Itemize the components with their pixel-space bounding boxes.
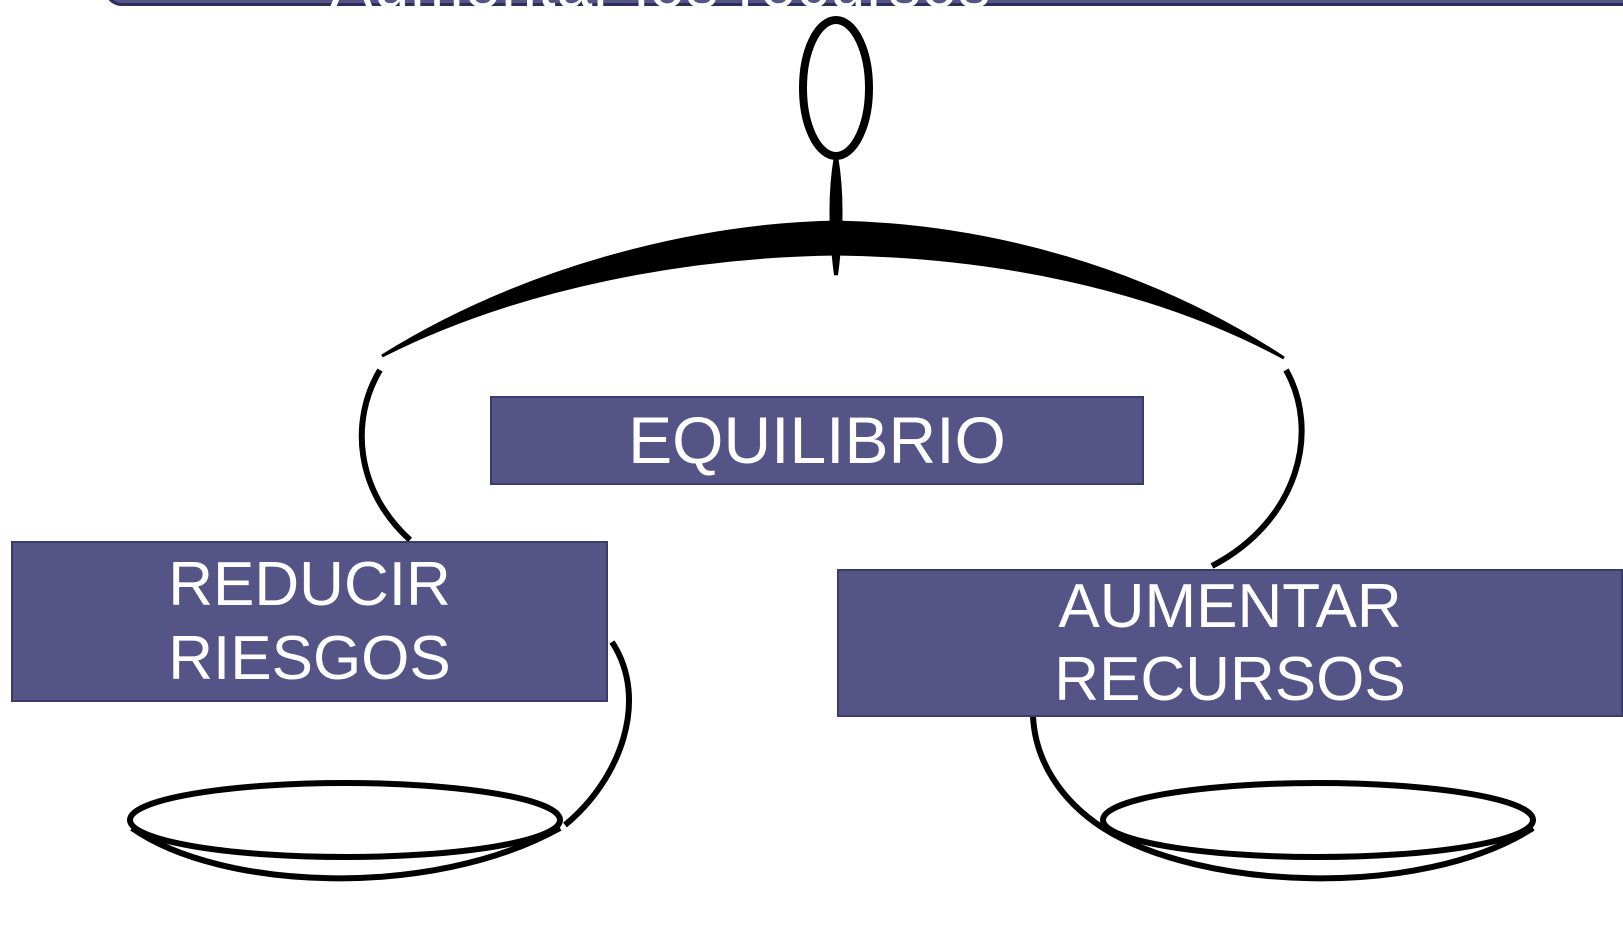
scale-beam bbox=[381, 220, 1285, 360]
scale-stem bbox=[829, 155, 843, 276]
left-pan-bowl bbox=[130, 825, 562, 882]
right-hanger bbox=[1210, 368, 1305, 569]
scale-ring bbox=[799, 16, 873, 160]
right-pan-bowl bbox=[1101, 825, 1535, 882]
equilibrio-label-box: EQUILIBRIO bbox=[490, 396, 1144, 485]
aumentar-label-line2: RECURSOS bbox=[1054, 645, 1406, 714]
slide-title: Aumentar los recursos bbox=[330, 0, 991, 22]
aumentar-recursos-label-box: AUMENTAR RECURSOS bbox=[837, 569, 1623, 717]
right-hanger-lower bbox=[1030, 715, 1105, 831]
left-hanger bbox=[358, 368, 413, 543]
right-pan-rim bbox=[1100, 780, 1536, 860]
aumentar-label-line1: AUMENTAR bbox=[1058, 571, 1402, 641]
reducir-label-line2: RIESGOS bbox=[168, 623, 451, 693]
left-pan-rim bbox=[127, 780, 563, 860]
reducir-label-line1: REDUCIR bbox=[168, 550, 451, 620]
equilibrio-label: EQUILIBRIO bbox=[628, 402, 1006, 477]
reducir-riesgos-label-box: REDUCIR RIESGOS bbox=[11, 541, 608, 702]
left-hanger-lower bbox=[563, 640, 633, 828]
